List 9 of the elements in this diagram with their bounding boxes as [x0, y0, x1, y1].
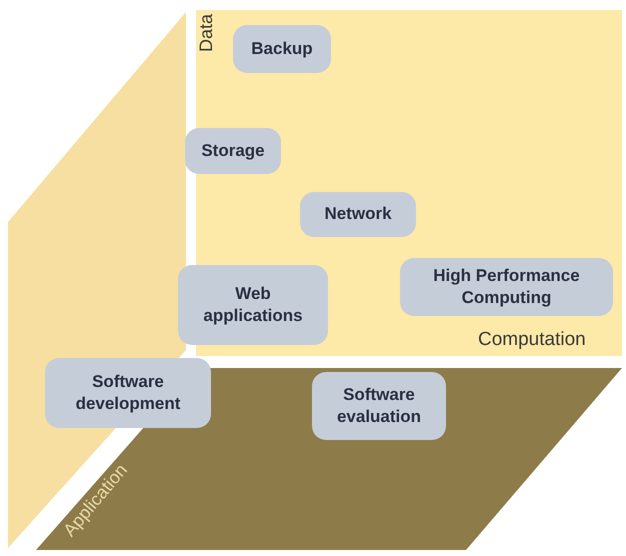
rounded-label-box: Software evaluation [312, 372, 446, 440]
rounded-label-box: Web applications [178, 265, 328, 345]
axis-label: Computation [478, 330, 586, 349]
rounded-label-box: Network [300, 192, 416, 237]
rounded-label-box: Storage [185, 128, 281, 174]
rounded-label-box: Backup [233, 25, 331, 73]
axis-label: Data [197, 14, 215, 52]
rounded-label-box: Software development [45, 358, 211, 428]
rounded-label-box: High Performance Computing [400, 258, 613, 316]
